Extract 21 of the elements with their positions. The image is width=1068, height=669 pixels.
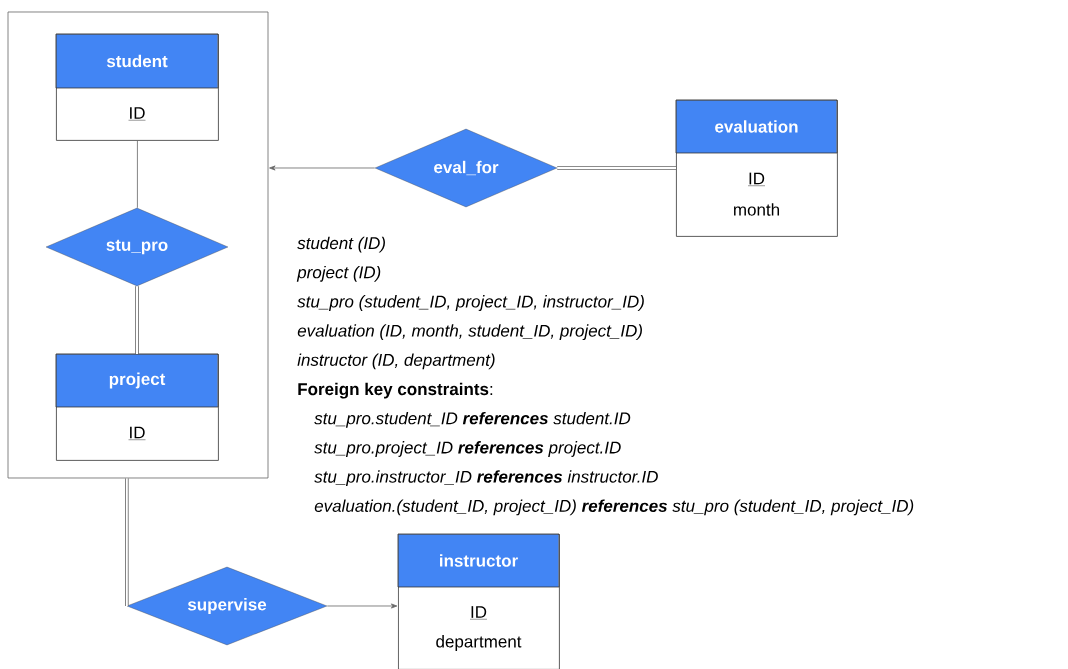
connector-line (125, 477, 129, 607)
connector-line (556, 166, 677, 170)
schema-text: stu_pro.project_ID references project.ID (314, 441, 621, 457)
schema-text: stu_pro.instructor_ID references instructor.ID (314, 470, 658, 487)
schema-text: evaluation (ID, month, student_ID, project_ID) (297, 324, 642, 341)
schema-text: project (ID) (296, 265, 381, 282)
entity-box: project ID (55, 353, 219, 461)
arrow (269, 165, 376, 171)
schema-text: stu_pro.student_ID references student.ID (314, 411, 631, 428)
connector-line (135, 285, 139, 355)
arrow (326, 603, 398, 609)
entity-box: evaluation ID month (675, 99, 838, 237)
connector-line (137, 140, 138, 209)
schema-text: student (ID) (297, 236, 385, 253)
aggregation-box (7, 11, 269, 479)
schema-text: stu_pro (student_ID, project_ID, instructor_ID) (297, 295, 644, 311)
entity-box: instructor ID department (397, 533, 560, 669)
schema-text: evaluation.(student_ID, project_ID) references stu_pro (student_ID, project_ID) (314, 499, 914, 516)
schema-text: instructor (ID, department) (297, 353, 495, 370)
schema-text: Foreign key constraints: (298, 382, 493, 399)
entity-box: student ID (55, 33, 219, 141)
